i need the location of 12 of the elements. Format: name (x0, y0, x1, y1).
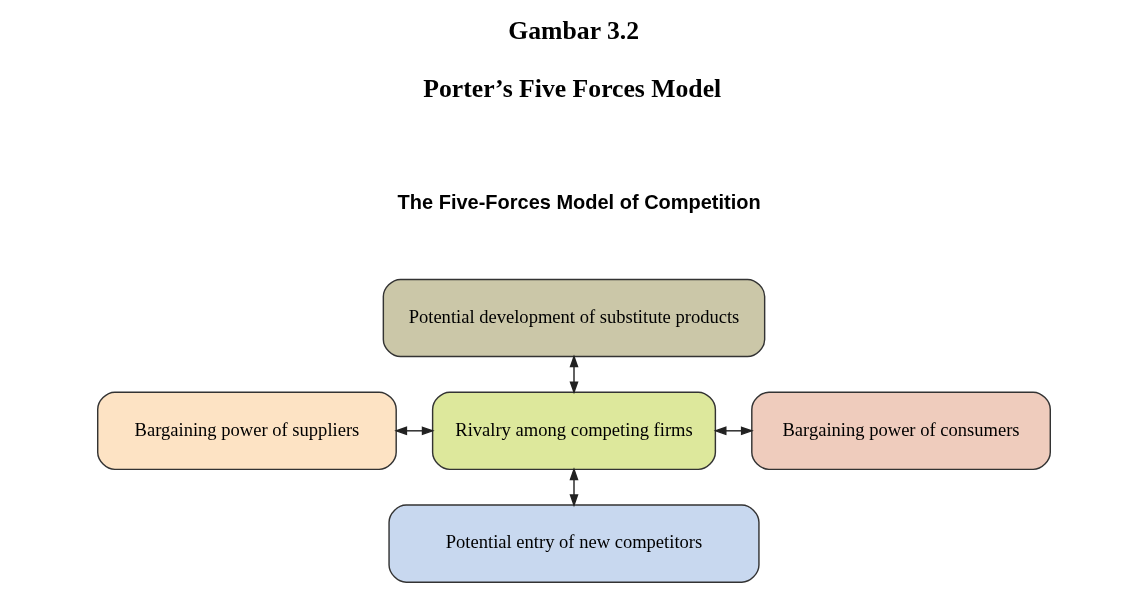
node-box: Rivalry among competing firms (431, 391, 717, 471)
label: Porter’s Five Forces Model (423, 74, 722, 104)
arrow (394, 426, 435, 436)
diagram-title: Gambar 3.2 (508, 15, 640, 45)
node-box: Bargaining power of suppliers (97, 391, 397, 471)
node-box: Bargaining power of consumers (751, 391, 1051, 471)
arrow (713, 426, 754, 436)
node-box: Potential development of substitute products (382, 278, 766, 358)
label: The Five-Forces Model of Competition (397, 191, 761, 214)
node-box: Potential entry of new competitors (388, 504, 760, 583)
arrow (569, 467, 579, 508)
arrow (569, 354, 579, 395)
